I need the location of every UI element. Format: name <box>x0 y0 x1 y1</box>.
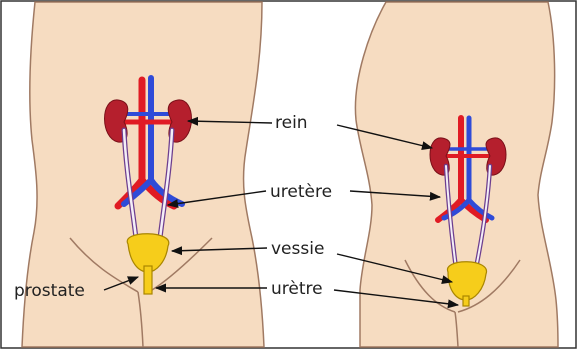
male-urethra <box>144 266 152 294</box>
label-prostate: prostate <box>14 281 85 301</box>
label-uretre: urètre <box>271 279 323 299</box>
label-rein: rein <box>275 113 308 133</box>
female-urethra <box>463 296 469 306</box>
label-uretere: uretère <box>270 182 332 202</box>
female-figure <box>355 2 558 347</box>
label-vessie: vessie <box>271 239 324 259</box>
